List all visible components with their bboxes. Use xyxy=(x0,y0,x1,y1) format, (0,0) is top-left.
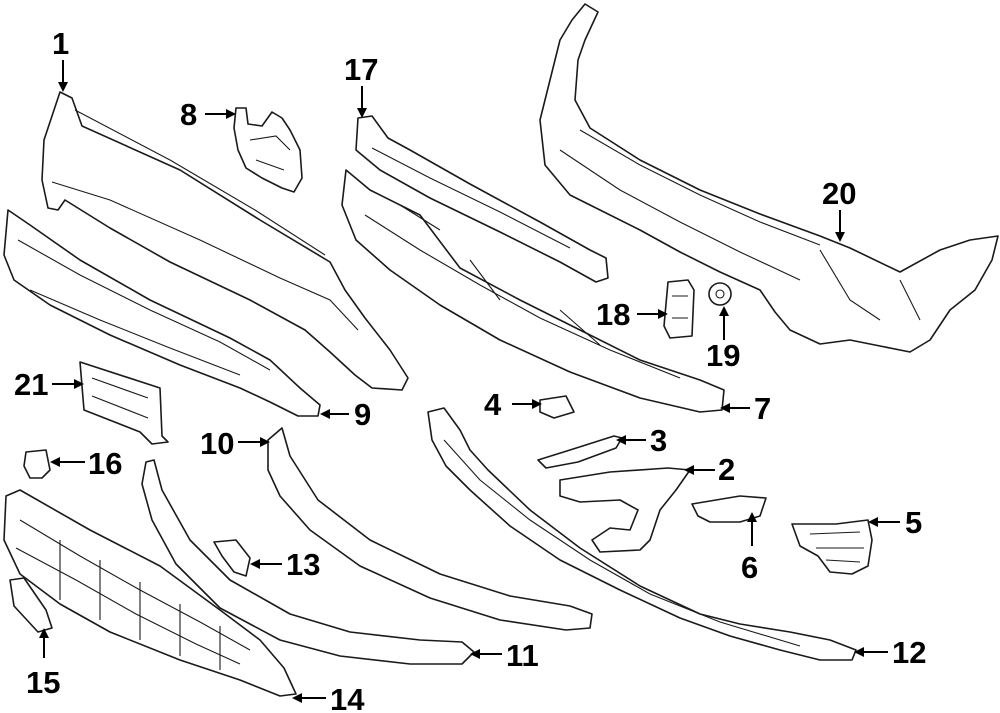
callout-15: 15 xyxy=(26,665,60,700)
callout-17: 17 xyxy=(344,52,378,87)
part-10-strip xyxy=(267,427,593,631)
part-2-fog-bezel xyxy=(559,467,691,553)
callout-14: 14 xyxy=(330,682,365,713)
callout-4: 4 xyxy=(484,387,502,422)
callout-12: 12 xyxy=(892,635,926,670)
part-20-bumper-frame xyxy=(539,3,999,353)
part-13-bracket xyxy=(213,539,251,577)
part-1-upper-cover xyxy=(41,91,409,391)
part-4-clip xyxy=(539,395,575,419)
part-15-insert xyxy=(9,577,53,633)
callout-9: 9 xyxy=(354,397,371,432)
callout-8: 8 xyxy=(180,97,197,132)
part-18-block xyxy=(663,279,695,339)
callout-1: 1 xyxy=(52,26,69,61)
part-8-bracket xyxy=(233,107,303,193)
part-5-grille-insert xyxy=(791,519,873,575)
callout-16: 16 xyxy=(88,446,122,481)
callout-3: 3 xyxy=(650,423,667,458)
part-14-lower-grille xyxy=(3,489,297,697)
callout-21: 21 xyxy=(14,367,48,402)
part-21-plate-bracket xyxy=(79,361,169,445)
callout-6: 6 xyxy=(741,550,758,585)
part-6-reflector xyxy=(691,495,767,523)
callout-11: 11 xyxy=(506,638,539,673)
callout-2: 2 xyxy=(718,452,735,487)
part-3-trim xyxy=(537,435,623,469)
part-19-clip xyxy=(708,282,732,306)
callout-19: 19 xyxy=(706,338,740,373)
callout-5: 5 xyxy=(905,505,922,540)
callout-13: 13 xyxy=(286,547,320,582)
part-16-plug xyxy=(23,449,51,479)
callout-10: 10 xyxy=(200,426,234,461)
callout-labels: 1 2 3 4 5 6 7 8 9 10 11 12 13 14 15 16 1… xyxy=(14,26,926,713)
callout-18: 18 xyxy=(596,297,630,332)
part-17-reinforcement xyxy=(355,115,609,283)
leader-lines xyxy=(39,60,900,703)
part-9-lower-valance xyxy=(3,209,321,417)
callout-20: 20 xyxy=(822,176,856,211)
callout-7: 7 xyxy=(754,391,771,426)
